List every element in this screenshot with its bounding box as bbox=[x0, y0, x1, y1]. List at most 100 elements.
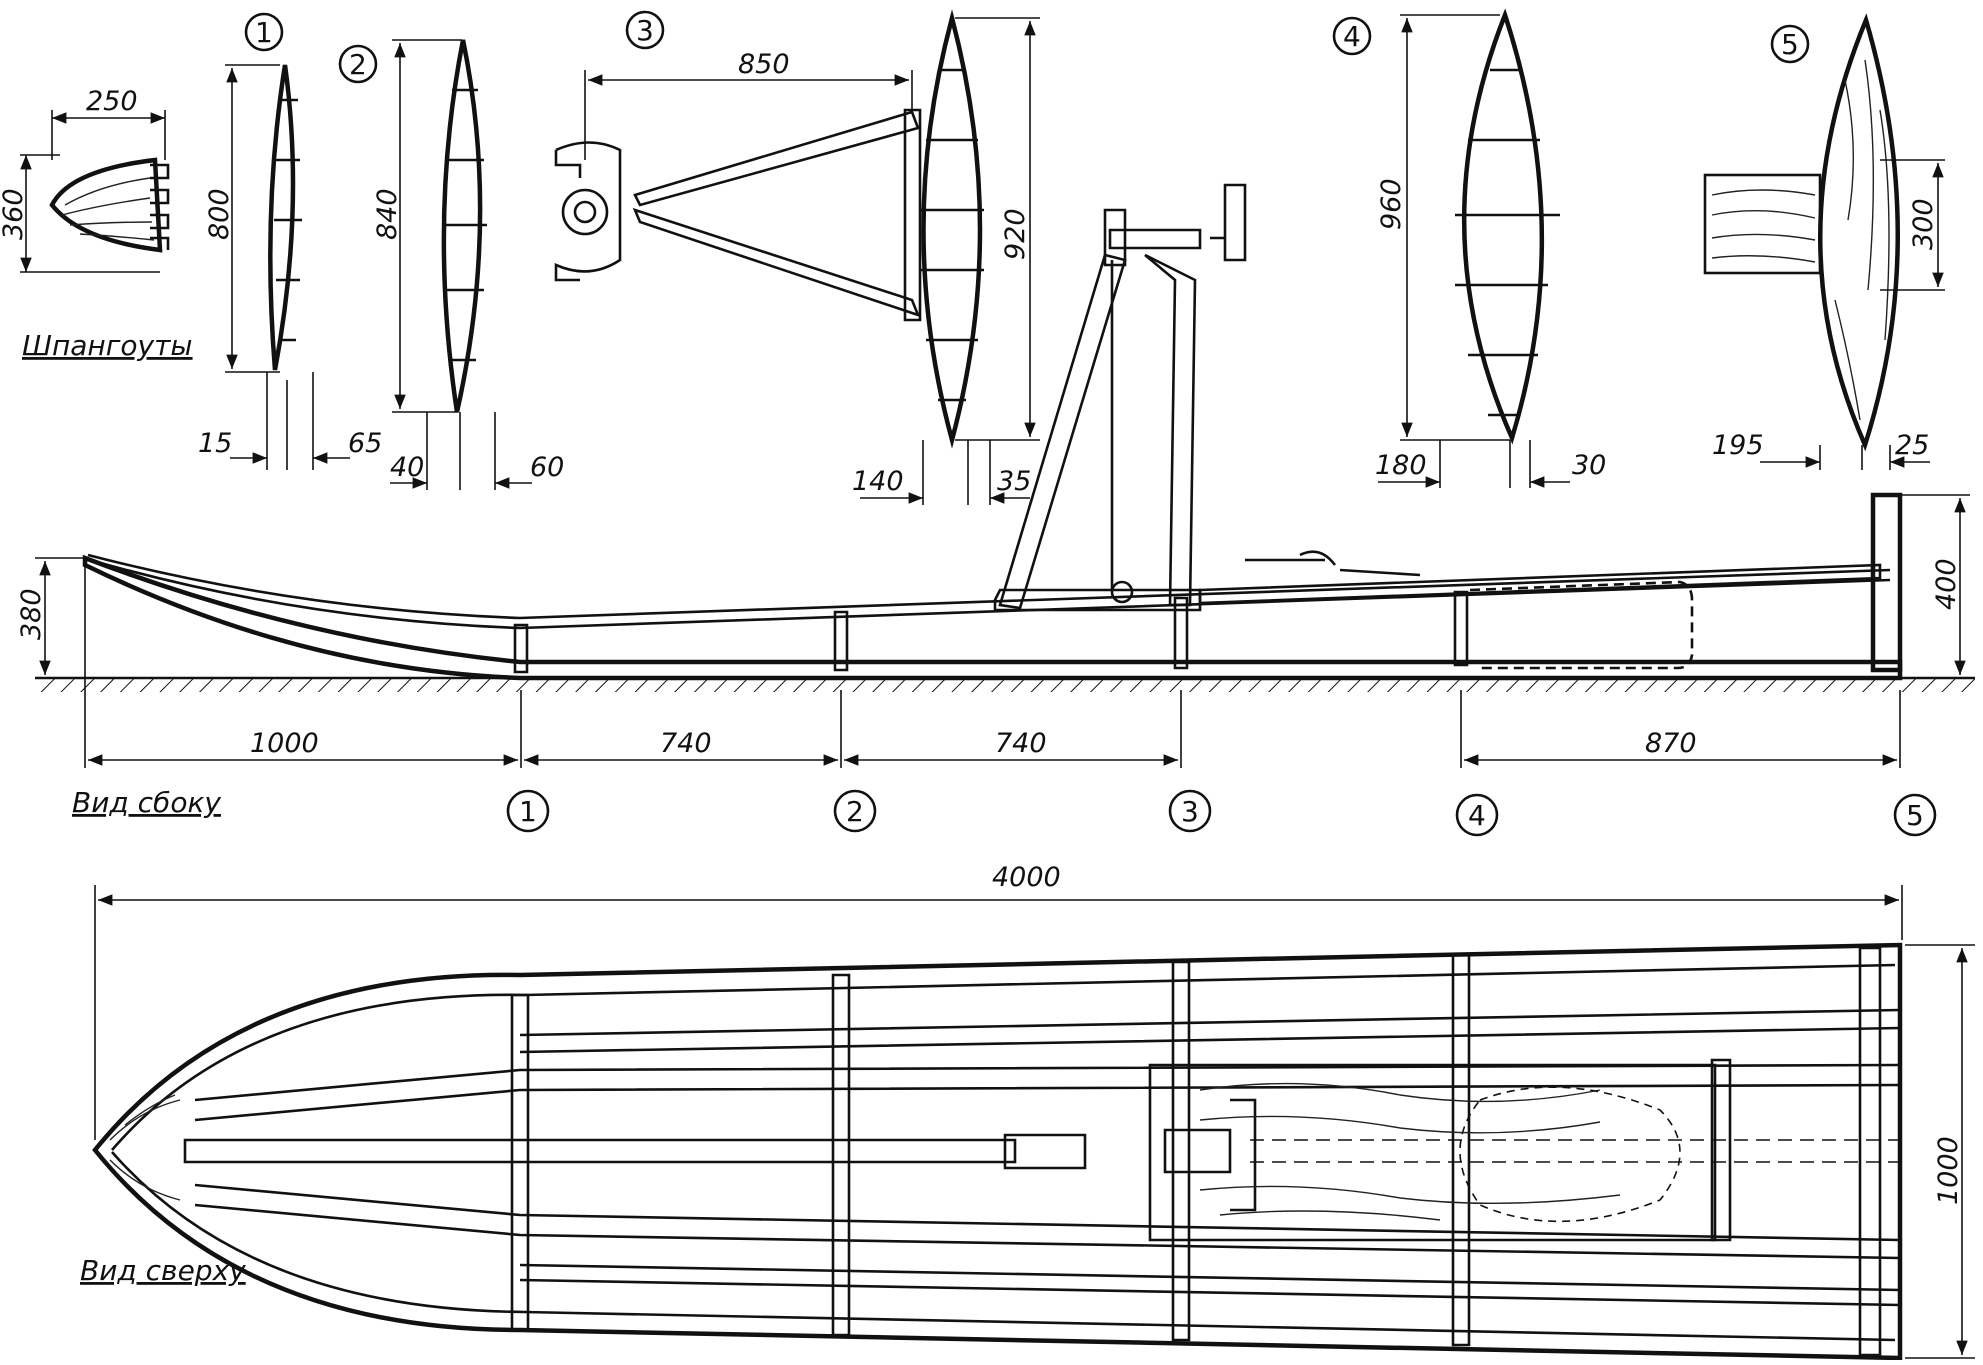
side-rail-upper bbox=[87, 553, 1891, 620]
frame-3-right-offset: 35 bbox=[997, 466, 1031, 497]
side-tower-front bbox=[998, 253, 1127, 610]
bow-section-grain bbox=[61, 177, 155, 241]
frame-5-number: 5 bbox=[1781, 28, 1799, 61]
side-post-2 bbox=[833, 610, 849, 672]
station-label-5: 5 bbox=[1906, 799, 1924, 832]
side-view-caption: Вид сбоку bbox=[72, 786, 221, 819]
frame-2-marker bbox=[338, 44, 378, 84]
frame-1-number: 1 bbox=[255, 16, 273, 49]
frame-2-height-label: 840 bbox=[372, 188, 403, 240]
frame-5-marker bbox=[1770, 24, 1810, 64]
frame-4-height-label: 960 bbox=[1376, 178, 1407, 230]
station-marker-2 bbox=[833, 789, 877, 833]
side-crank bbox=[1210, 183, 1247, 262]
top-view-caption: Вид сверху bbox=[80, 1254, 246, 1287]
side-dim-bow-to-1: 1000 bbox=[250, 728, 319, 759]
side-post-4 bbox=[1453, 590, 1469, 667]
station-marker-3 bbox=[1168, 789, 1212, 833]
top-centre-beam bbox=[183, 1138, 1017, 1164]
top-crossbar-3 bbox=[1171, 960, 1191, 1342]
top-stringers bbox=[194, 1008, 1901, 1307]
top-seat-board bbox=[1148, 1063, 1717, 1242]
frame-4-outline bbox=[1462, 8, 1545, 445]
top-crossbar-1 bbox=[510, 993, 530, 1332]
frame-4-right-offset: 30 bbox=[1572, 450, 1606, 481]
station-label-1: 1 bbox=[519, 795, 537, 828]
frame-2-right-offset: 60 bbox=[530, 452, 564, 483]
bow-section: 250 360 Шпангоуты bbox=[0, 86, 193, 362]
top-stern-bar bbox=[1858, 946, 1882, 1357]
side-post-3 bbox=[1173, 596, 1189, 670]
frame-1-outline bbox=[268, 64, 296, 371]
frame-1-marker bbox=[244, 12, 284, 52]
frame-1-height-label: 800 bbox=[204, 188, 235, 240]
frame-5-block bbox=[1703, 173, 1822, 275]
frame-1: 1 800 15 65 bbox=[198, 12, 382, 470]
frame-3-number: 3 bbox=[636, 14, 654, 47]
station-label-4: 4 bbox=[1468, 799, 1486, 832]
frame-3-marker bbox=[625, 10, 665, 50]
top-crank-assembly bbox=[1163, 1098, 1257, 1212]
side-dim-1-to-2: 740 bbox=[660, 728, 712, 759]
frame-4-marker bbox=[1332, 16, 1372, 56]
side-seat-box bbox=[1469, 580, 1694, 670]
frame-3-outline bbox=[921, 9, 983, 449]
top-crossbar-4 bbox=[1451, 953, 1471, 1347]
station-label-2: 2 bbox=[846, 795, 864, 828]
frame-5: 5 300 195 25 bbox=[1703, 13, 1945, 470]
frame-2-number: 2 bbox=[349, 48, 367, 81]
top-drive-shaft bbox=[1003, 1133, 1087, 1170]
top-hull-outline bbox=[92, 942, 1903, 1361]
side-dim-2-to-3: 740 bbox=[995, 728, 1047, 759]
side-tower-rear bbox=[1144, 253, 1197, 607]
side-lower-pulley bbox=[1110, 580, 1134, 604]
frame-2-ribs bbox=[443, 88, 487, 362]
side-view: 380 400 1000 740 740 870 Вид сбоку 1 2 3… bbox=[16, 183, 1975, 837]
frame-4-ribs bbox=[1455, 68, 1560, 417]
frame-1-ribs bbox=[274, 98, 302, 342]
top-centre-dashes bbox=[1250, 1139, 1900, 1163]
side-bow-rise-label: 380 bbox=[16, 588, 47, 640]
frame-1-right-offset: 65 bbox=[348, 428, 382, 459]
frame-2-left-offset: 40 bbox=[390, 452, 424, 483]
top-crossbar-2 bbox=[831, 973, 851, 1337]
side-stern-height-label: 400 bbox=[1931, 558, 1962, 610]
station-marker-1 bbox=[506, 789, 550, 833]
frame-3-bearing bbox=[561, 188, 609, 236]
frame-5-outline bbox=[1818, 13, 1900, 452]
station-marker-5 bbox=[1893, 793, 1937, 837]
station-marker-4 bbox=[1455, 793, 1499, 837]
side-pulley-top bbox=[1103, 208, 1127, 267]
top-width-label: 1000 bbox=[1933, 1136, 1964, 1205]
frame-5-grain bbox=[1834, 59, 1890, 421]
frame-5-height-label: 300 bbox=[1908, 198, 1939, 250]
side-rail-lower bbox=[89, 558, 1891, 630]
side-tower-head bbox=[1108, 228, 1202, 250]
top-seat-grain bbox=[1199, 1082, 1621, 1221]
side-post-1 bbox=[513, 623, 529, 674]
top-seat-bar bbox=[1710, 1058, 1732, 1242]
top-seat-oval bbox=[1459, 1086, 1681, 1223]
frame-5-left-offset: 195 bbox=[1712, 430, 1764, 461]
frame-3-lower-brace bbox=[632, 207, 921, 318]
frame-3: 3 850 920 140 35 bbox=[554, 9, 1040, 505]
top-view: 4000 1000 Вид сверху bbox=[80, 862, 1975, 1361]
frame-2: 2 840 40 60 bbox=[338, 39, 564, 490]
frame-3-strut-label: 850 bbox=[738, 49, 790, 80]
station-label-3: 3 bbox=[1181, 795, 1199, 828]
top-length-label: 4000 bbox=[992, 862, 1061, 893]
side-steering bbox=[1245, 550, 1421, 577]
frame-3-clamp bbox=[554, 141, 622, 282]
frame-3-post bbox=[903, 108, 922, 322]
frame-4: 4 960 180 30 bbox=[1332, 8, 1606, 488]
frame-3-left-offset: 140 bbox=[852, 466, 904, 497]
side-dim-4-to-5: 870 bbox=[1645, 728, 1697, 759]
frame-4-left-offset: 180 bbox=[1375, 450, 1427, 481]
frame-4-number: 4 bbox=[1343, 20, 1361, 53]
bow-section-height-label: 360 bbox=[0, 188, 29, 240]
bow-section-ribs bbox=[150, 163, 170, 250]
bow-section-width-label: 250 bbox=[86, 86, 138, 117]
side-runner bbox=[82, 554, 1903, 681]
frame-3-height-label: 920 bbox=[1000, 208, 1031, 260]
ground-hatch bbox=[35, 678, 1975, 692]
